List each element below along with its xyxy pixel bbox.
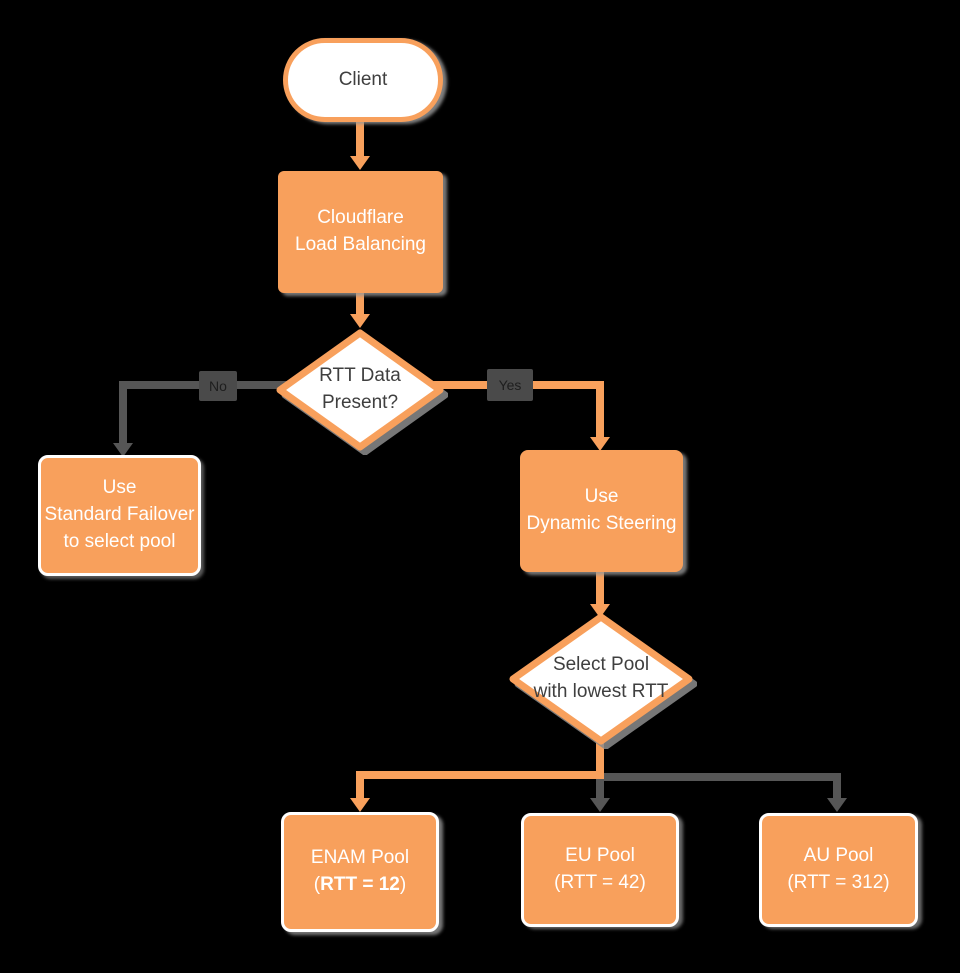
connector-dynamic-to-selectpool — [596, 572, 604, 608]
node-eu-pool-line1: EU Pool — [565, 845, 635, 867]
node-client-label: Client — [338, 68, 388, 90]
connector-no-branch-vertical — [119, 381, 127, 445]
enam-rtt-bold: RTT = 12 — [320, 874, 400, 895]
node-standard-failover-line2: Standard Failover — [44, 504, 195, 526]
node-au-pool: AU Pool (RTT = 312) — [759, 813, 918, 927]
enam-paren-open: ( — [313, 874, 321, 895]
decision-select-pool-line2: with lowest RTT — [533, 681, 669, 702]
connector-client-to-loadbalancing — [356, 118, 364, 158]
edge-label-no: No — [199, 371, 237, 401]
node-enam-pool-line1: ENAM Pool — [310, 847, 410, 869]
edge-label-yes-text: Yes — [498, 377, 522, 393]
arrowhead-down-to-enam-pool — [350, 798, 370, 812]
arrowhead-down-to-dynamic-steering — [590, 437, 610, 451]
connector-enam-horizontal — [356, 771, 604, 779]
edge-label-yes: Yes — [487, 369, 533, 401]
node-dynamic-steering-line1: Use — [584, 486, 619, 508]
node-load-balancing: Cloudflare Load Balancing — [278, 171, 443, 293]
node-eu-pool-line2: (RTT = 42) — [554, 872, 646, 893]
node-standard-failover: Use Standard Failover to select pool — [38, 455, 201, 576]
node-client: Client — [283, 38, 443, 122]
node-eu-pool: EU Pool (RTT = 42) — [521, 813, 679, 927]
arrowhead-down-to-eu-pool — [590, 798, 610, 812]
node-enam-pool: ENAM Pool (RTT = 12) — [281, 812, 439, 932]
decision-rtt-line2: Present? — [321, 392, 399, 413]
connector-selectpool-down — [596, 737, 604, 778]
arrowhead-down-to-loadbalancing — [350, 156, 370, 170]
decision-rtt-data-present-shape — [276, 329, 448, 455]
decision-rtt-data-present: RTT Data Present? — [272, 325, 448, 455]
edge-label-no-text: No — [209, 378, 227, 394]
node-dynamic-steering-line2: Dynamic Steering — [526, 513, 677, 534]
decision-select-pool: Select Pool with lowest RTT — [505, 609, 697, 749]
node-au-pool-line1: AU Pool — [803, 845, 874, 867]
arrowhead-down-to-rtt-decision — [350, 314, 370, 328]
node-au-pool-line2: (RTT = 312) — [787, 872, 890, 893]
arrowhead-down-to-au-pool — [827, 798, 847, 812]
connector-yes-branch-vertical — [596, 381, 604, 439]
decision-select-pool-shape — [509, 613, 697, 749]
connector-loadbalancing-to-rtt-decision — [356, 293, 364, 319]
node-load-balancing-line2: Load Balancing — [295, 234, 426, 255]
connector-eu-vertical — [596, 779, 604, 800]
node-enam-pool-line2: (RTT = 12) — [314, 872, 406, 899]
node-standard-failover-line1: Use — [102, 477, 137, 499]
decision-select-pool-line1: Select Pool — [552, 654, 650, 676]
node-load-balancing-line1: Cloudflare — [317, 207, 404, 229]
arrowhead-down-to-select-pool — [590, 604, 610, 618]
decision-rtt-line1: RTT Data — [319, 365, 401, 387]
decision-select-pool-diamond — [509, 613, 693, 745]
node-standard-failover-line3: to select pool — [63, 530, 176, 552]
enam-paren-close: ) — [399, 874, 407, 895]
connector-au-horizontal — [604, 773, 841, 781]
decision-rtt-diamond — [276, 329, 444, 451]
arrowhead-down-to-standard-failover — [113, 443, 133, 457]
connector-enam-vertical — [356, 771, 364, 800]
connector-au-vertical — [833, 773, 841, 800]
node-dynamic-steering: Use Dynamic Steering — [520, 450, 683, 572]
